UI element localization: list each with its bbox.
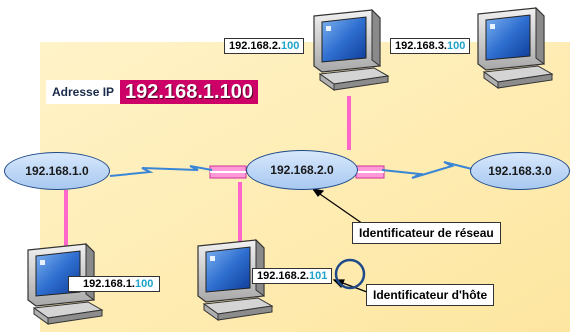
network-ellipse-1: 192.168.1.0 <box>4 152 110 190</box>
host-ip-label: 192.168.2.100 <box>224 38 305 54</box>
ip-prefix: 192.168.1. <box>83 278 135 290</box>
ip-host-part: 100 <box>135 278 154 290</box>
ip-address-box: Adresse IP 192.168.1.100 <box>46 80 258 104</box>
ip-prefix: 192.168.2. <box>229 40 281 52</box>
ip-host-part: 100 <box>281 40 300 52</box>
ip-address-label: Adresse IP <box>52 85 115 99</box>
serial-links <box>109 161 477 179</box>
host-id-circle <box>334 258 366 290</box>
router-left <box>209 165 247 179</box>
network-label: 192.168.1.0 <box>25 164 89 178</box>
network-ellipse-2: 192.168.2.0 <box>246 150 358 190</box>
ip-host-part: 101 <box>309 270 328 282</box>
ip-host-part: 100 <box>447 40 466 52</box>
ip-prefix: 192.168.3. <box>395 40 447 52</box>
ip-address-value: 192.168.1.100 <box>120 80 258 104</box>
ip-prefix: 192.168.2. <box>257 270 309 282</box>
serial-link-right <box>381 161 477 179</box>
host-ip-label: 192.168.1.100 <box>68 276 161 292</box>
computer-icon <box>477 7 553 89</box>
host-ip-label: 192.168.3.100 <box>390 38 471 54</box>
serial-link-left <box>109 165 213 177</box>
host-id-callout: Identificateur d'hôte <box>366 284 495 306</box>
network-label: 192.168.3.0 <box>488 164 552 178</box>
router-right <box>355 165 385 179</box>
network-label: 192.168.2.0 <box>270 163 334 177</box>
network-ellipse-3: 192.168.3.0 <box>470 152 570 190</box>
computer-icon <box>313 9 389 91</box>
host-ip-label: 192.168.2.101 <box>252 268 333 284</box>
network-id-callout: Identificateur de réseau <box>352 222 501 244</box>
